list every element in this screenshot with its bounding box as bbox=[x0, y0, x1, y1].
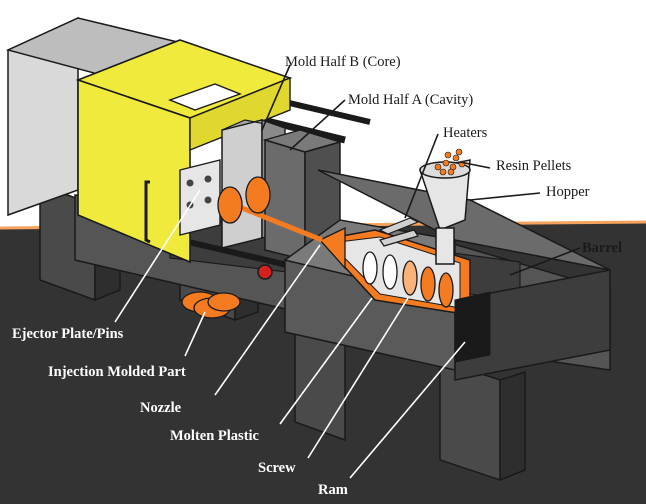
label-ejector-plate: Ejector Plate/Pins bbox=[12, 326, 124, 342]
label-hopper: Hopper bbox=[546, 184, 590, 200]
label-barrel: Barrel bbox=[582, 240, 622, 256]
clamp-end-block bbox=[5, 16, 193, 217]
label-screw: Screw bbox=[258, 460, 296, 476]
leader-lines bbox=[114, 189, 466, 479]
indicator-light bbox=[257, 264, 273, 280]
molded-part-in-mold bbox=[217, 176, 271, 224]
heaters bbox=[378, 217, 420, 247]
label-mold-half-a: Mold Half A (Cavity) bbox=[348, 92, 473, 108]
clamp-housing bbox=[75, 39, 293, 264]
leader-lines-top bbox=[261, 64, 581, 276]
hopper bbox=[419, 159, 471, 265]
ram-block bbox=[454, 291, 491, 363]
label-heaters: Heaters bbox=[443, 125, 488, 141]
nozzle bbox=[318, 226, 346, 270]
screw bbox=[362, 251, 454, 308]
ejected-parts bbox=[181, 291, 241, 319]
label-molten-plastic: Molten Plastic bbox=[170, 428, 260, 444]
label-resin-pellets: Resin Pellets bbox=[496, 158, 572, 174]
resin-pellets bbox=[434, 148, 466, 176]
label-injection-molded-part: Injection Molded Part bbox=[48, 364, 186, 380]
label-ram: Ram bbox=[318, 482, 348, 498]
ejector-plate bbox=[179, 159, 221, 236]
label-mold-half-b: Mold Half B (Core) bbox=[285, 54, 401, 70]
label-nozzle: Nozzle bbox=[140, 400, 182, 416]
